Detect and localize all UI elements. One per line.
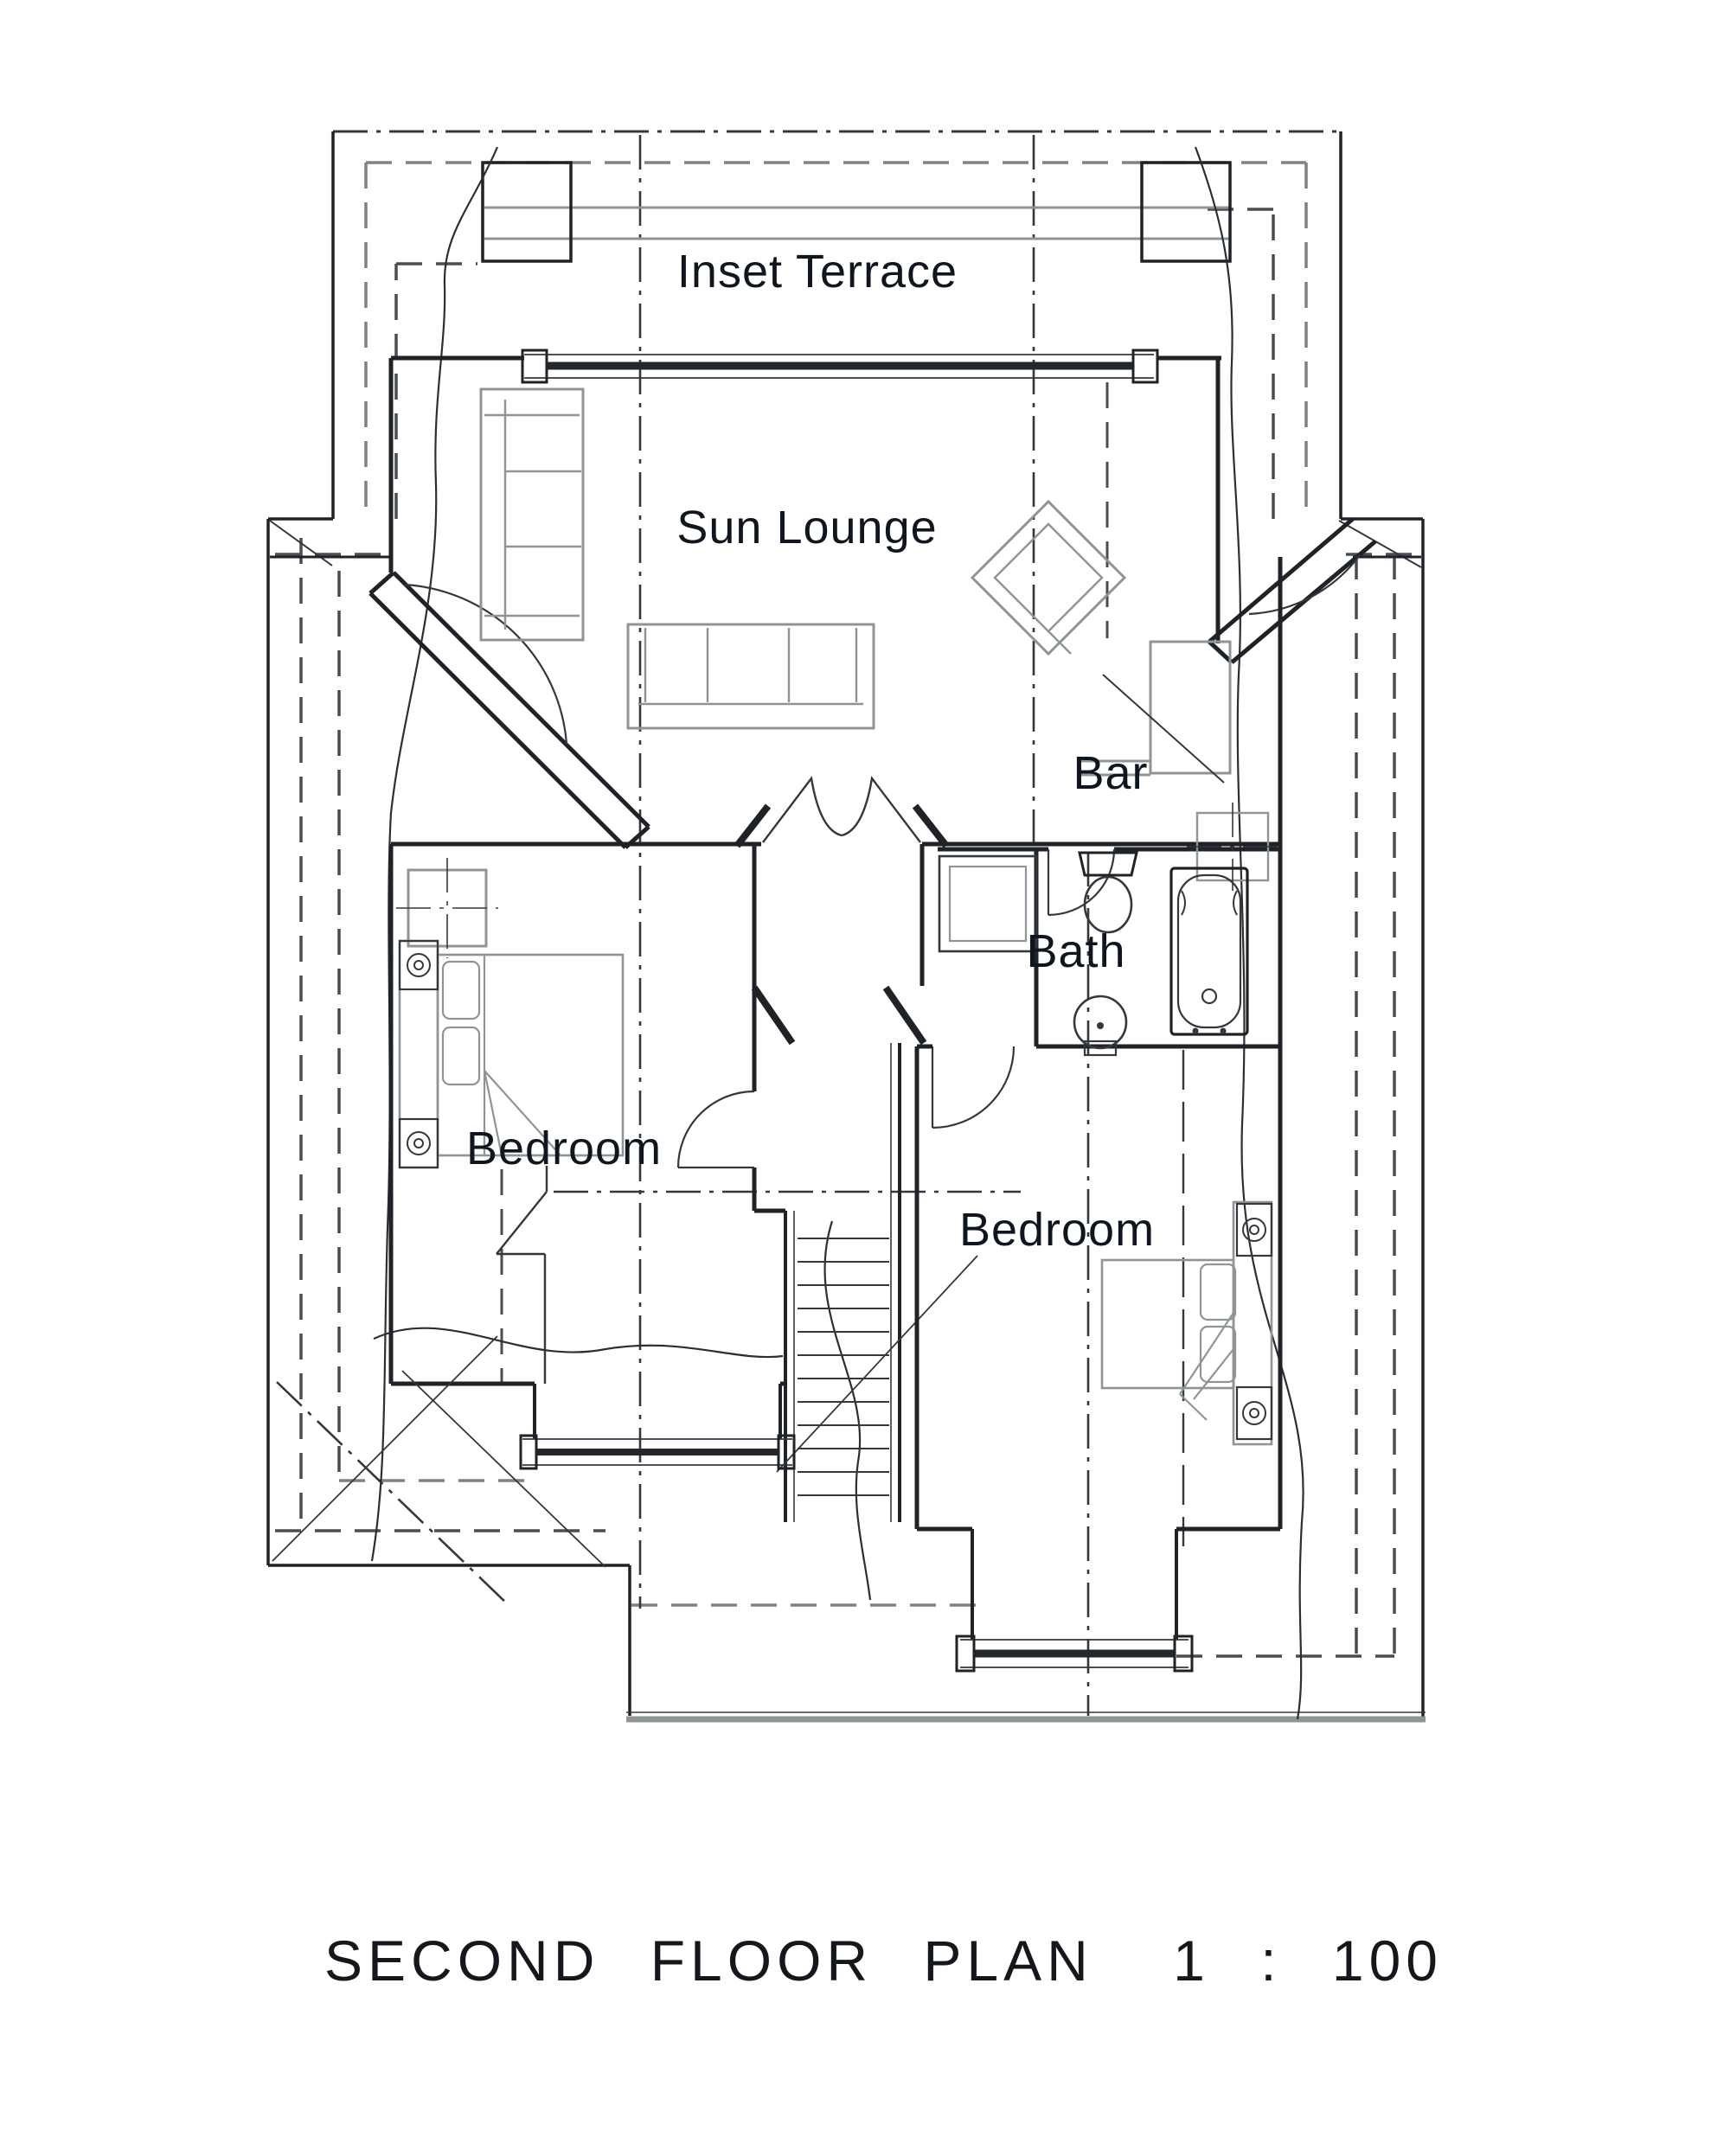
armchair-icon bbox=[970, 499, 1127, 656]
drawing-scale: 1 : 100 bbox=[1173, 1929, 1443, 1993]
room-labels: Inset Terrace Sun Lounge Bar Bath Bedroo… bbox=[466, 246, 1155, 1256]
sofa-horizontal-icon bbox=[626, 623, 875, 730]
interior-walls-sun-lounge bbox=[368, 355, 1377, 849]
bedroom-right-door-swing bbox=[931, 1046, 1016, 1129]
sun-lounge-double-doors bbox=[762, 776, 921, 843]
room-label-bar: Bar bbox=[1073, 747, 1148, 799]
break-lines bbox=[370, 146, 1304, 1720]
roof-overhang-dashed-lines bbox=[275, 161, 1419, 1658]
room-label-bedroom-right: Bedroom bbox=[959, 1204, 1155, 1256]
bathtub-icon bbox=[1169, 803, 1278, 1036]
room-label-bath: Bath bbox=[1026, 925, 1125, 977]
bedside-table-icon bbox=[396, 858, 498, 958]
bar-counter-icon bbox=[1080, 640, 1232, 784]
toilet-icon bbox=[1078, 851, 1138, 934]
landing-walls bbox=[751, 844, 927, 1046]
room-label-inset-terrace: Inset Terrace bbox=[677, 246, 958, 297]
bedroom-left-walls bbox=[272, 841, 796, 1568]
svg-text:SECOND FLOOR PLAN 1 : 10: SECOND FLOOR PLAN 1 : 100 bbox=[324, 1929, 1443, 1993]
sofa-vertical-icon bbox=[479, 387, 585, 642]
bedroom-right-walls bbox=[914, 1044, 1280, 1673]
structural-centerlines bbox=[276, 130, 1341, 1716]
drawing-title: SECOND FLOOR PLAN 1 : 100 bbox=[324, 1929, 1443, 1993]
bath-door-swing bbox=[1047, 848, 1116, 917]
drawing-title-text: SECOND FLOOR PLAN bbox=[324, 1929, 1093, 1993]
wash-basin-icon bbox=[1073, 995, 1128, 1057]
staircase bbox=[776, 1043, 978, 1522]
bedroom-left-door-swing bbox=[676, 1090, 755, 1169]
terrace-window bbox=[521, 349, 1159, 384]
double-bed-right-icon bbox=[1100, 1200, 1273, 1446]
shower-cubicle-icon bbox=[938, 854, 1038, 953]
room-label-sun-lounge: Sun Lounge bbox=[676, 502, 937, 553]
double-bed-left-icon bbox=[398, 939, 625, 1169]
room-label-bedroom-left: Bedroom bbox=[466, 1123, 662, 1174]
